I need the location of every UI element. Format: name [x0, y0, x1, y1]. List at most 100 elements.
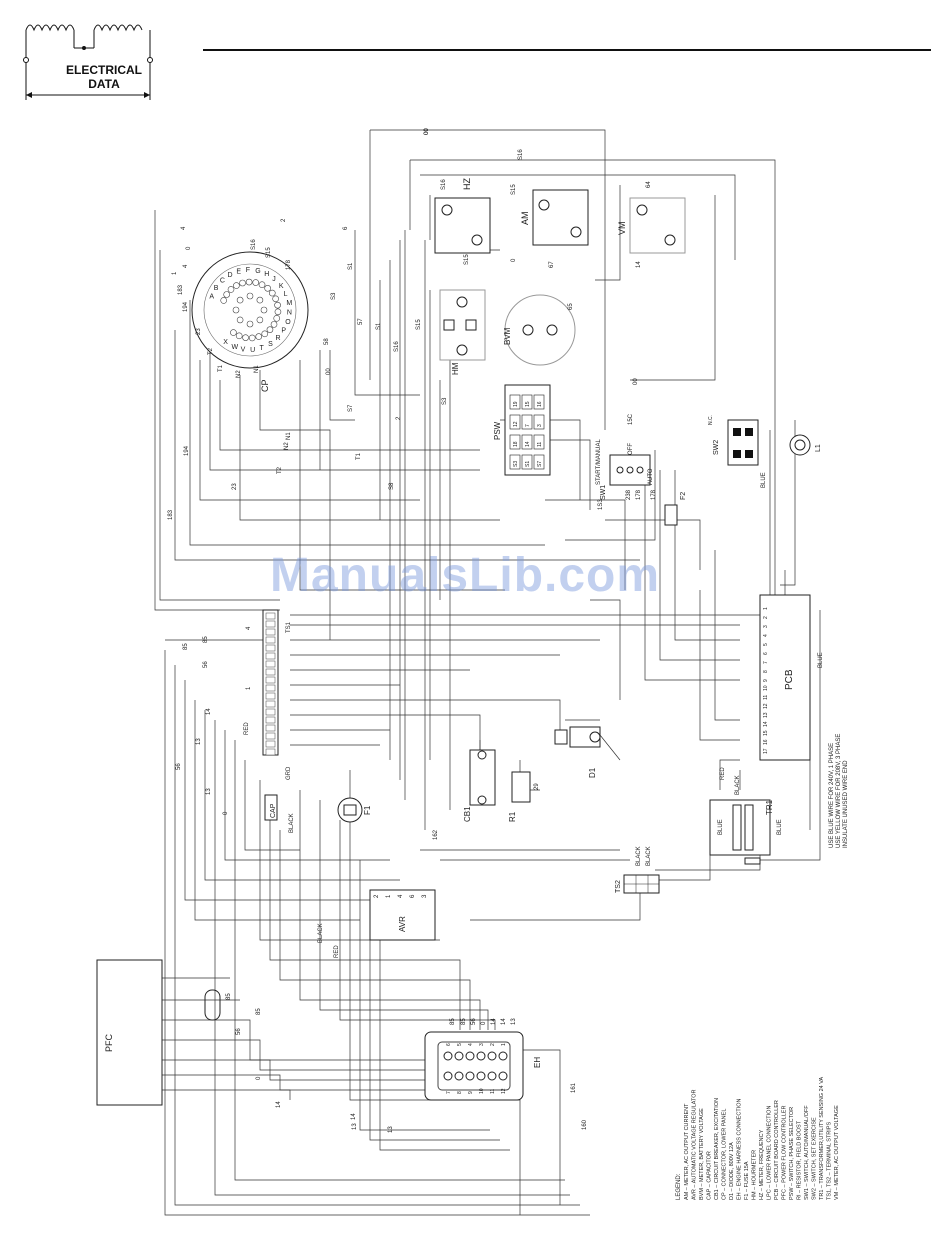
eh-pin-label: 10 [479, 1088, 485, 1094]
wire-number-left: 85 [183, 643, 189, 650]
wire-number-top: S16 [518, 149, 524, 160]
coil-icon [23, 24, 153, 100]
psw-cell [533, 434, 545, 450]
note-3: INSULATE UNUSED WIRE END [843, 760, 849, 848]
tr1-blue-label-1: BLUE [718, 819, 724, 835]
wire-number-bottom: 13 [388, 1126, 394, 1133]
legend-item: LPC – LOWER PANEL CONNECTION [767, 1106, 773, 1200]
grd-label: GRD [286, 766, 292, 780]
cp-wire-number: 4 [183, 264, 189, 268]
wire-number-eh: 14 [501, 1018, 507, 1025]
cp-wire-number: 57 [358, 318, 364, 325]
wire-number-bottom: 160 [582, 1119, 588, 1130]
cp-pin-hole [268, 289, 276, 297]
cp-pin-label: V [241, 346, 246, 353]
wire-number-top: 14 [636, 261, 642, 268]
cp-pin-hole [235, 332, 243, 340]
wire-number-middle: 2 [396, 416, 402, 420]
cp-wire-number: T2 [208, 347, 214, 355]
cp-pin-label: F [246, 267, 250, 274]
wire-number-middle: N1 [286, 432, 292, 440]
pfc-controller [96, 959, 221, 1106]
eh-pin-label: 5 [457, 1043, 463, 1046]
avr-pin-label: 2 [374, 894, 380, 898]
ts2-black-label-2: BLACK [646, 846, 652, 866]
wire-number-bottom: 14 [351, 1113, 357, 1120]
eh-pin-label: 9 [468, 1091, 474, 1094]
legend-item: D1 – DIODE, 800V 12A [729, 1142, 735, 1200]
wire-number-middle: S15 [416, 319, 422, 330]
cap-label: CAP [270, 803, 277, 818]
vm-meter [629, 197, 686, 254]
eh-pin-label: 2 [490, 1043, 496, 1046]
f2-fuse [664, 504, 678, 526]
avr-pin-label: 6 [410, 894, 416, 898]
psw-cell [509, 414, 521, 430]
eh-pin-label: 3 [479, 1043, 485, 1046]
ts1-terminal [265, 724, 276, 732]
legend-item: SW1 – SWITCH, AUTO/MANUAL/OFF [804, 1105, 810, 1200]
eh-pin [443, 1051, 453, 1061]
cp-pin-hole [270, 321, 278, 328]
wire-number-top: 0 [511, 258, 517, 262]
cp-pin-label: P [281, 328, 286, 335]
wire-number-middle: 1S3 [598, 499, 604, 510]
wire-number-left: 4 [246, 626, 252, 630]
pcb-pin-label: 2 [763, 616, 769, 619]
eh-pin [476, 1051, 486, 1061]
cp-pin-hole [220, 297, 227, 304]
cp-pin-hole [274, 301, 281, 309]
eh-pin-label: 6 [446, 1043, 452, 1046]
cp-wire-number: T1 [218, 364, 224, 372]
pcb-pin-label: 8 [763, 670, 769, 673]
eh-pin [454, 1051, 464, 1061]
wire-number-eh: 13 [511, 1018, 517, 1025]
nc-label: N.C. [708, 415, 714, 425]
cp-pin-hole [260, 306, 268, 314]
avr-pin-label: 4 [398, 894, 404, 898]
cb1-breaker [469, 749, 496, 806]
pcb-pin-label: 5 [763, 643, 769, 646]
wire-number-middle: 178 [636, 489, 642, 500]
cp-wire-number: 1 [172, 271, 178, 275]
pcb-pin-label: 14 [763, 721, 769, 727]
eh-pin-label: 11 [490, 1089, 496, 1094]
wire-number-eh: 0 [481, 1021, 487, 1025]
r1-resistor [511, 771, 531, 803]
psw-pin-label: 12 [513, 421, 519, 427]
legend-item: PCB – CIRCUIT BOARD CONTROLLER [774, 1100, 780, 1200]
legend-item: SW2 – SWITCH, SET EXERCISE [812, 1117, 818, 1200]
d1-diode [554, 726, 601, 748]
eh-pin-label: 1 [501, 1043, 507, 1046]
ts1-terminal [265, 668, 276, 676]
cp-pin-label: L [284, 291, 288, 298]
cp-pin-hole [264, 284, 271, 292]
wire-number-middle: S3 [442, 397, 448, 405]
wire-number-middle: 178 [651, 489, 657, 500]
wire-number-bottom: 29 [534, 783, 540, 790]
cp-wire-number: 2 [281, 218, 287, 222]
cp-pin-label: T [259, 345, 264, 352]
cp-pin-label: K [279, 283, 284, 290]
psw-pin-label: 16 [537, 401, 543, 407]
hz-meter [434, 197, 491, 254]
cp-wire-number: 00 [326, 368, 332, 375]
wire-number-bottom: 162 [433, 829, 439, 840]
sw2-switch [727, 419, 759, 466]
wire-number-top: 65 [568, 303, 574, 310]
cp-pin-hole [258, 281, 266, 289]
ts1-terminal [265, 732, 276, 740]
legend-item: HM – HOURMETER [752, 1150, 758, 1200]
l1-label: L1 [815, 444, 822, 452]
ts1-terminal-strip [262, 609, 279, 756]
avr-pin-label: 1 [386, 894, 392, 898]
psw-pin-label: 11 [537, 442, 543, 447]
cp-wire-number: 4 [181, 226, 187, 230]
wire-number-bottom: 85 [256, 1008, 262, 1015]
pcb-pin-label: 12 [763, 703, 769, 709]
wire-number-left: 85 [203, 636, 209, 643]
wire-number-left: 14 [206, 708, 212, 715]
psw-cell [509, 454, 521, 470]
avr-label: AVR [398, 916, 407, 932]
